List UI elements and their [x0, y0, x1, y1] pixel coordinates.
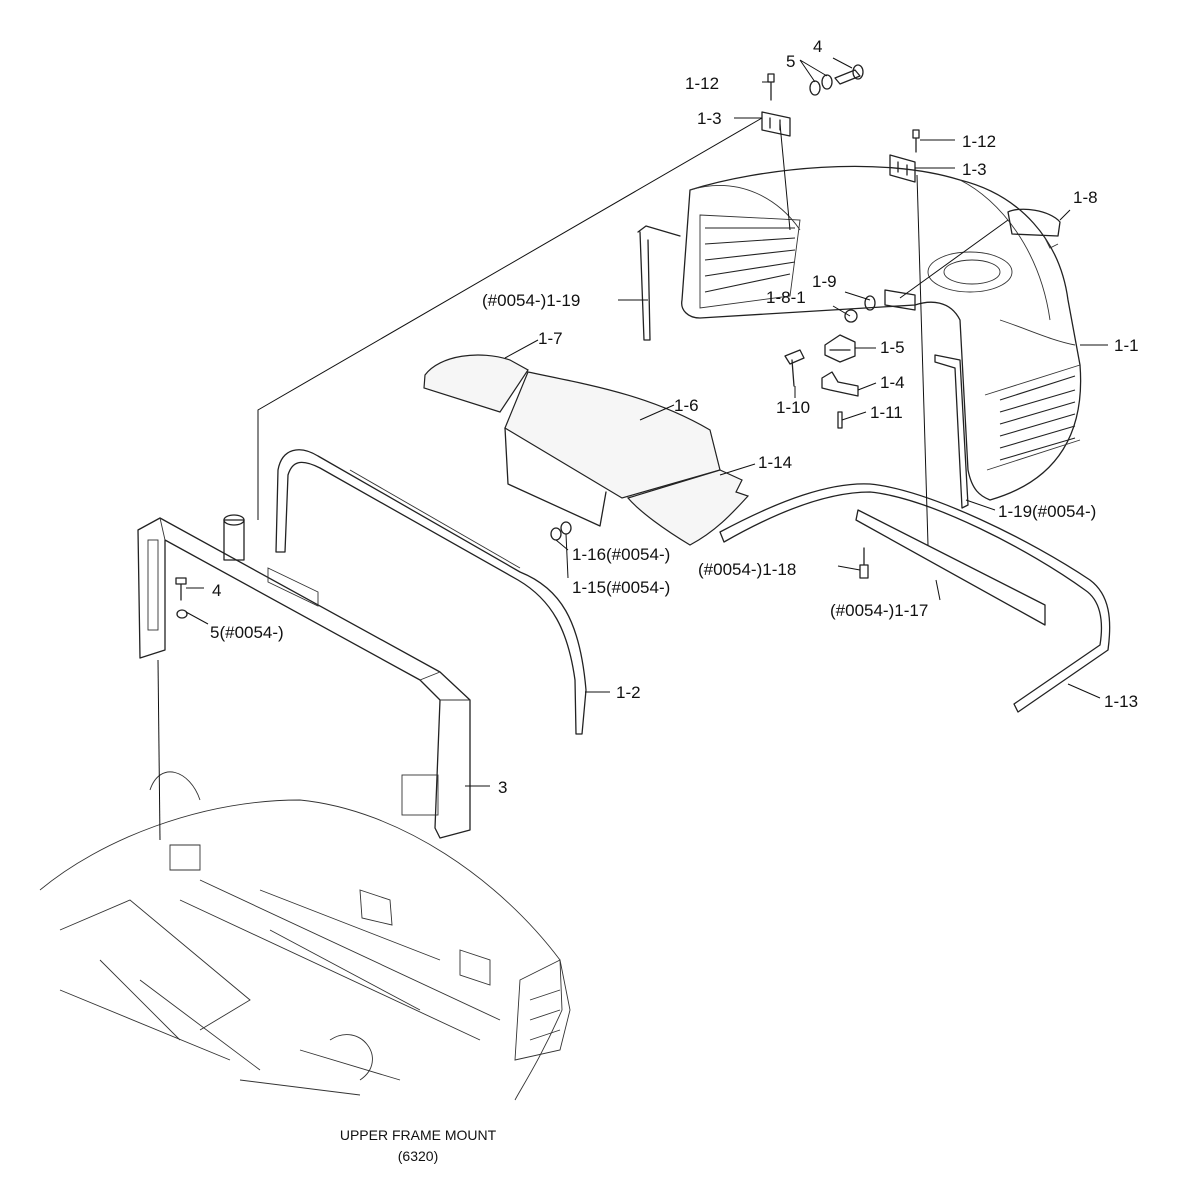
label-part-1-9: 1-9: [812, 272, 837, 291]
label-part-1-5: 1-5: [880, 338, 905, 357]
lamp-part-1-8: [1007, 208, 1061, 249]
screw-part-1-11: [837, 411, 843, 429]
label-part-1-18: (#0054-)1-18: [698, 560, 796, 579]
label-part-1-19-right: 1-19(#0054-): [998, 502, 1096, 521]
label-part-1-8-1: 1-8-1: [766, 288, 806, 307]
panel-part-1-6-body: [504, 427, 607, 527]
leader-lines: [157, 57, 1108, 841]
label-part-1-15: 1-15(#0054-): [572, 578, 670, 597]
grommet-part-1-8-1: [844, 309, 858, 323]
frame-part-3: [137, 514, 471, 839]
bolt-part-4-left: [175, 577, 187, 601]
caption-line-2: (6320): [398, 1148, 438, 1164]
label-part-3: 3: [498, 778, 507, 797]
label-part-1-11: 1-11: [870, 403, 903, 422]
label-part-1-14: 1-14: [758, 453, 792, 472]
part-labels: 4 5 1-12 1-3 1-12 1-3 1-8 (#0054-)1-19 1…: [210, 37, 1139, 797]
bracket-part-1-3-a: [761, 111, 791, 137]
label-part-1-19-left: (#0054-)1-19: [482, 291, 580, 310]
label-part-1-16: 1-16(#0054-): [572, 545, 670, 564]
bolt-part-1-10: [784, 349, 805, 387]
panel-part-1-6: [504, 371, 721, 499]
bolt-part-1-15: [550, 527, 562, 541]
label-part-1-7: 1-7: [538, 329, 563, 348]
label-part-1-12-b: 1-12: [962, 132, 996, 151]
latch-part-1-4: [821, 371, 859, 397]
bracket-part-1-3-b: [889, 154, 916, 183]
rail-inner-edge: [349, 469, 521, 569]
label-part-1-12-a: 1-12: [685, 74, 719, 93]
label-part-1-10: 1-10: [776, 398, 810, 417]
edge-trim-part-1-13: [719, 483, 1111, 713]
label-part-1-13: 1-13: [1104, 692, 1138, 711]
hood-part-1-1: [681, 165, 1082, 501]
strip-part-1-19-right: [934, 354, 969, 509]
panel-part-1-14: [626, 469, 750, 546]
latch-part-1-5: [824, 334, 856, 363]
label-part-1-17: (#0054-)1-17: [830, 601, 928, 620]
nut-part-1-16: [560, 521, 572, 535]
strip-part-1-19-left: [637, 225, 681, 341]
label-part-1-6: 1-6: [674, 396, 699, 415]
label-part-1-1: 1-1: [1114, 336, 1139, 355]
label-part-4-top: 4: [813, 37, 822, 56]
plate-part-1-17: [855, 509, 1046, 626]
caption-line-1: UPPER FRAME MOUNT: [340, 1127, 497, 1143]
rail-part-1-2: [275, 449, 587, 735]
panel-part-1-7: [423, 354, 529, 413]
latch-plate: [884, 289, 916, 311]
label-part-4-left: 4: [212, 581, 221, 600]
label-part-1-3-b: 1-3: [962, 160, 987, 179]
label-part-1-3-a: 1-3: [697, 109, 722, 128]
bolt-part-1-12-a: [767, 73, 775, 101]
screw-part-1-18: [859, 547, 869, 579]
label-part-1-2: 1-2: [616, 683, 641, 702]
label-part-5-left: 5(#0054-): [210, 623, 284, 642]
label-part-1-8: 1-8: [1073, 188, 1098, 207]
bolt-part-1-12-b: [912, 129, 920, 153]
label-part-5-top: 5: [786, 52, 795, 71]
bolt-washer-part-4-5-top: [809, 64, 864, 96]
washer-part-5-left: [176, 609, 188, 619]
upper-frame-mount: [39, 771, 571, 1101]
clip-part-1-9: [864, 295, 876, 311]
label-part-1-4: 1-4: [880, 373, 905, 392]
